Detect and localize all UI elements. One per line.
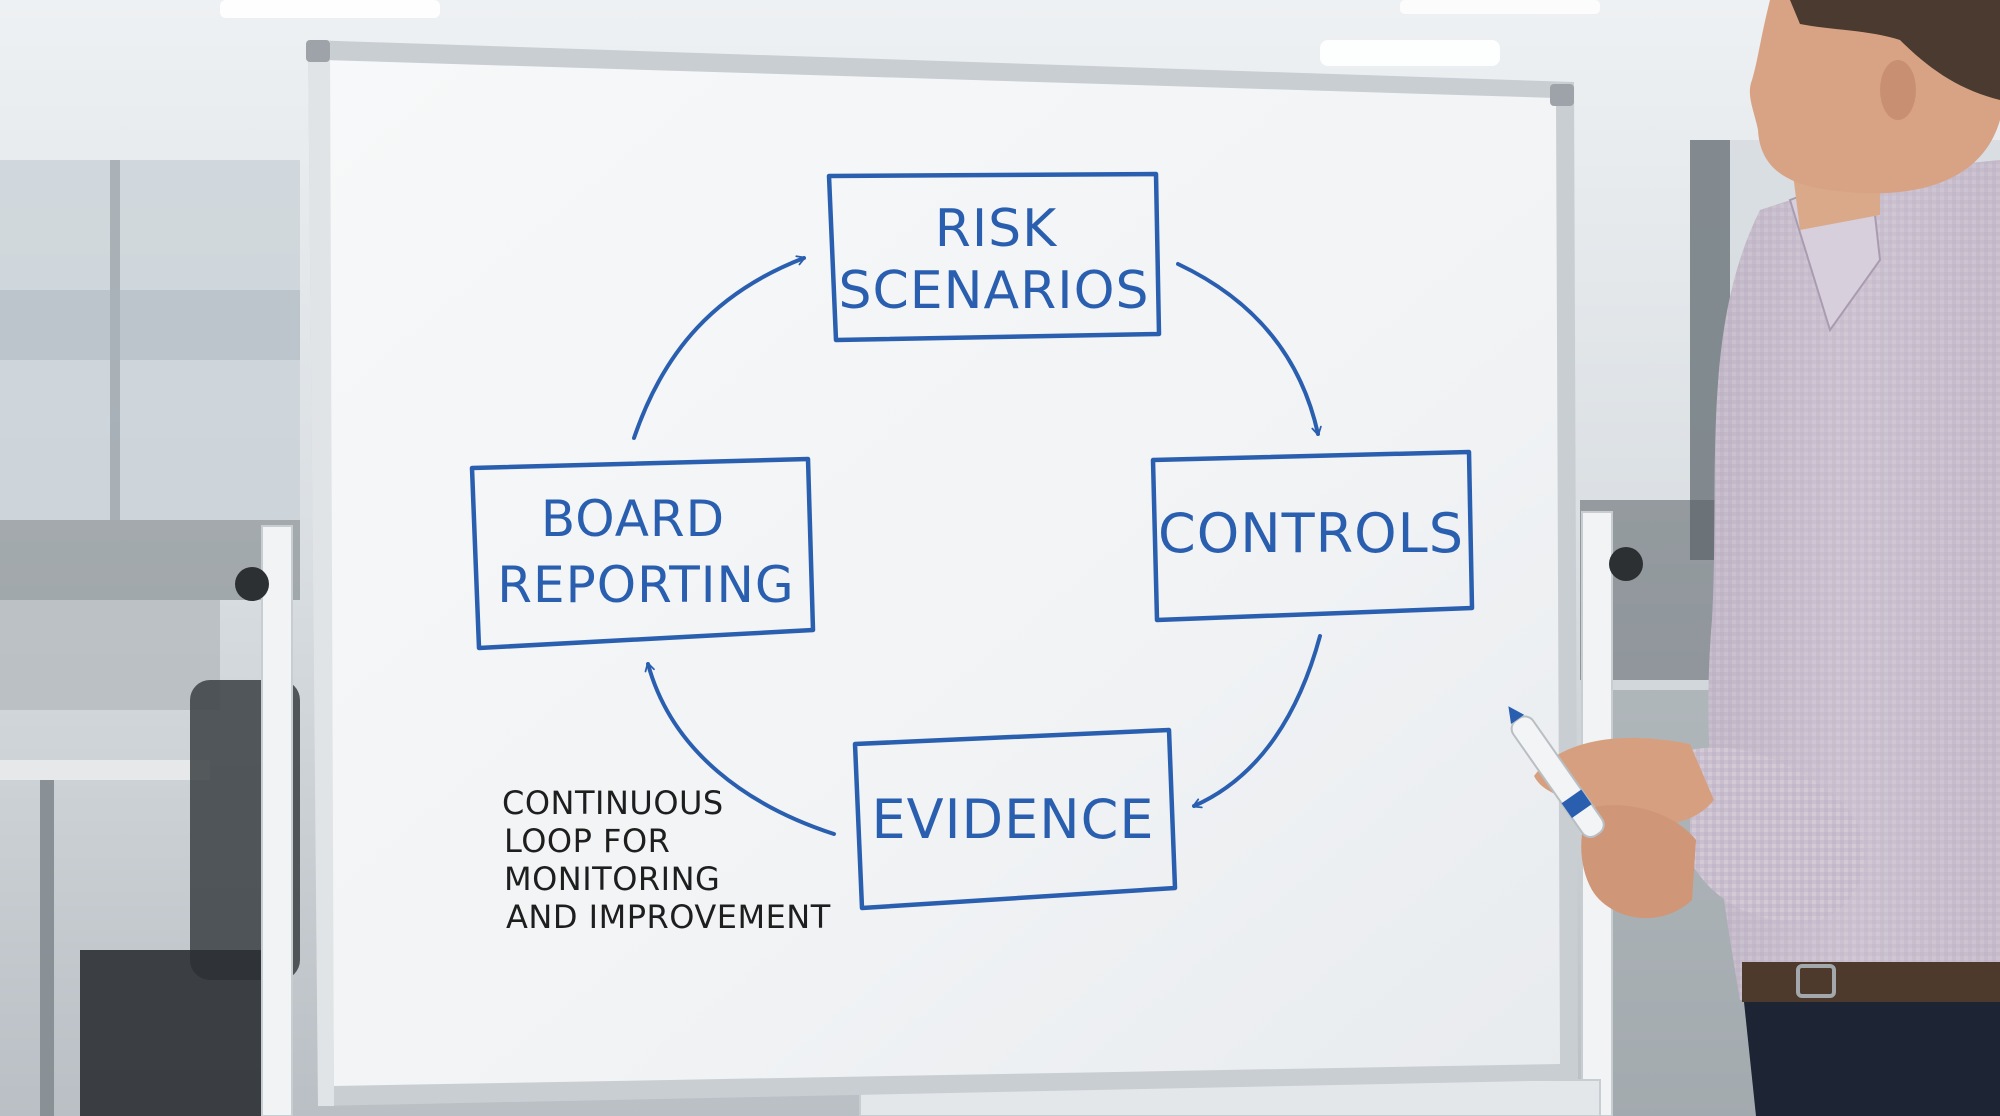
arrow-controls-to-evidence	[1192, 634, 1322, 809]
node-label-line: BOARD	[541, 490, 725, 548]
marker-icon	[1508, 706, 1605, 839]
node-evidence: EVIDENCE	[852, 727, 1178, 911]
note-line: LOOP FOR	[504, 822, 670, 860]
presenter	[1508, 0, 2000, 1116]
node-label-line: EVIDENCE	[872, 788, 1155, 851]
diagram: RISK SCENARIOS CONTROLS EVIDENCE BOARD R…	[469, 171, 1475, 936]
arrow-board-to-risk	[632, 255, 806, 440]
node-controls: CONTROLS	[1150, 449, 1475, 623]
loop-note: CONTINUOUS LOOP FOR MONITORING AND IMPRO…	[502, 784, 831, 936]
arrow-evidence-to-board	[644, 662, 836, 836]
node-label-line: CONTROLS	[1158, 502, 1464, 565]
node-board-reporting: BOARD REPORTING	[469, 456, 816, 651]
node-label-line: SCENARIOS	[838, 261, 1149, 321]
arrow-risk-to-controls	[1176, 262, 1322, 436]
whiteboard	[306, 40, 1578, 1106]
note-line: AND IMPROVEMENT	[506, 898, 831, 936]
node-label-line: REPORTING	[497, 556, 794, 614]
note-line: CONTINUOUS	[502, 784, 724, 822]
node-risk-scenarios: RISK SCENARIOS	[826, 171, 1162, 343]
note-line: MONITORING	[504, 860, 720, 898]
node-label-line: RISK	[935, 199, 1058, 259]
